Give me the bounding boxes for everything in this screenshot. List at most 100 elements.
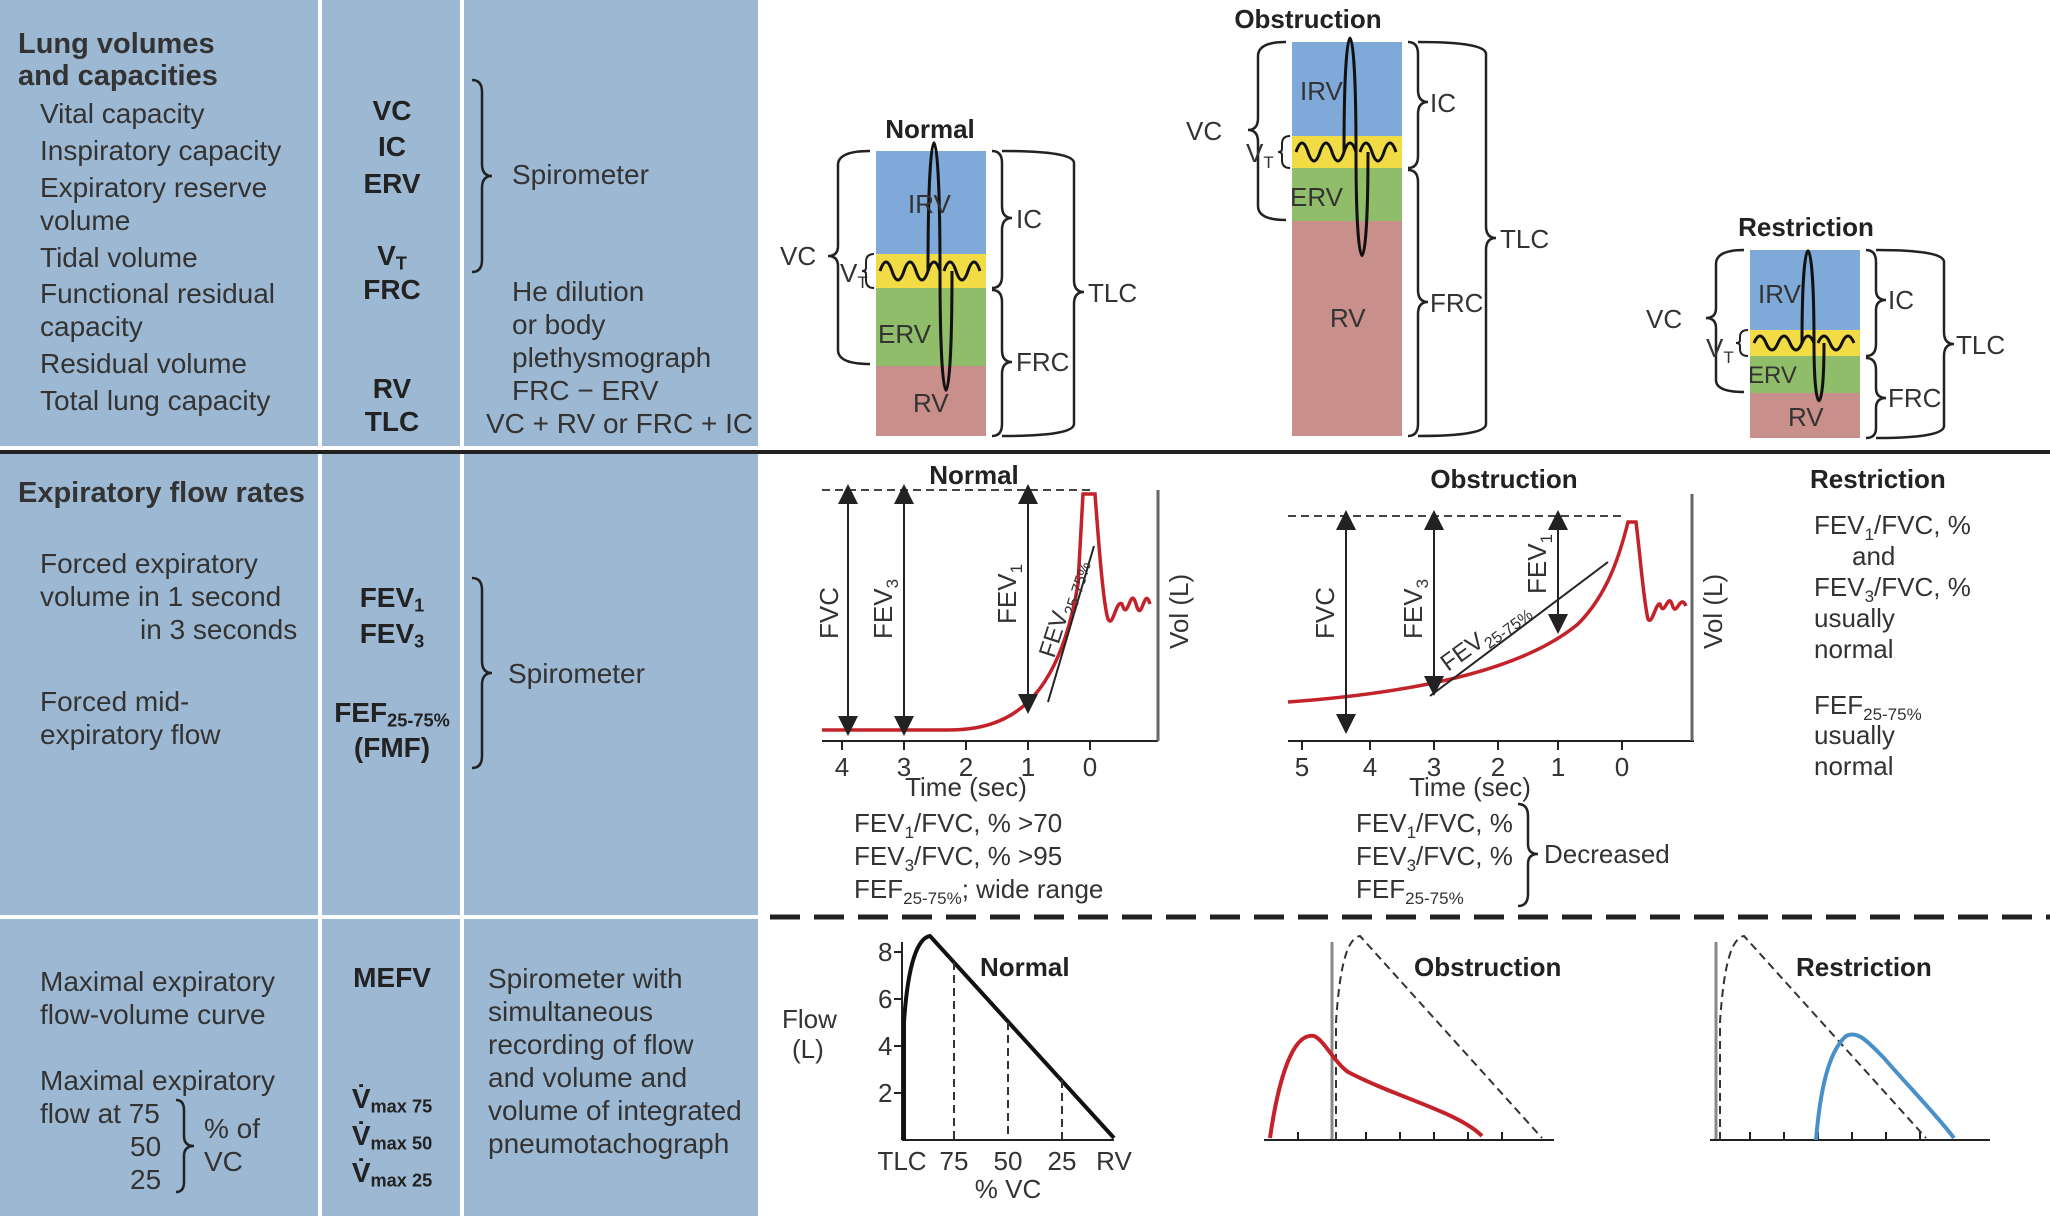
fv-restriction-curve (1814, 1032, 1956, 1141)
abbr-vt: VT (377, 240, 407, 274)
flow-obstruction-decreased: Decreased (1544, 839, 1670, 869)
restriction-rv-block (1750, 393, 1860, 438)
normal-frc-brace (991, 288, 1013, 438)
abbr-fev1: FEV1 (359, 582, 425, 616)
brace-spirometer-1 (471, 78, 493, 274)
flow-obstruction-note-2: FEV3/FVC, % (1356, 841, 1513, 875)
restriction-tlc-brace (1875, 248, 1955, 440)
fv-normal-title: Normal (980, 952, 1070, 982)
method-spirometer-2: Spirometer (508, 658, 645, 689)
flow-obstruction-note-1: FEV1/FVC, % (1356, 808, 1513, 842)
fv-restriction: Restriction (1710, 934, 1990, 1141)
method-mefv-4: and volume and (488, 1062, 688, 1093)
flow-restriction-line-8: normal (1814, 751, 1893, 781)
obstruction-vc: VC (1186, 116, 1222, 146)
fv-restriction-title: Restriction (1796, 952, 1932, 982)
column-divider-2 (460, 0, 464, 1216)
flow-normal-ticklabel-0: 0 (1083, 752, 1097, 782)
obstruction-frc: FRC (1430, 288, 1483, 318)
flow-obstruction-fef-line (1429, 561, 1609, 697)
abbr-erv: ERV (363, 168, 421, 199)
fv-normal-ylabel-1: Flow (782, 1004, 837, 1034)
method-tlc-formula: VC + RV or FRC + IC (486, 408, 754, 439)
normal-title: Normal (885, 114, 975, 144)
flow-normal-title: Normal (929, 460, 1019, 490)
fv-normal-xtick-50: 50 (994, 1146, 1023, 1176)
flow-obstruction-fev3: FEV3 (1398, 579, 1432, 639)
flow-restriction-line-3: FEV3/FVC, % (1814, 572, 1971, 606)
flow-restriction-line-6: FEF25-75% (1814, 690, 1922, 724)
obstruction-title: Obstruction (1234, 4, 1381, 34)
method-he-1: He dilution (512, 276, 645, 307)
flow-normal-xlabel: Time (sec) (905, 772, 1027, 802)
flow-obstruction-title: Obstruction (1430, 464, 1577, 494)
flow-obstruction-fev1: FEV1 (1522, 534, 1556, 594)
flow-rate-traces: Normal FVC FEV3 FEV1 FEV25-75% Vol (L) 4… (814, 460, 1971, 908)
flow-restriction: Restriction FEV1/FVC, % and FEV3/FVC, % … (1810, 464, 1971, 781)
fv-obstruction-curve (1268, 1033, 1484, 1139)
fv-normal-yticklabel-2: 2 (878, 1078, 892, 1108)
label-inspiratory-capacity: Inspiratory capacity (40, 135, 282, 166)
flow-obstruction-vol: Vol (L) (1698, 574, 1728, 649)
normal-vt: VT (840, 258, 868, 292)
restriction-irv: IRV (1758, 279, 1802, 309)
row-divider-2-left (0, 915, 758, 919)
lung-volume-diagrams: Normal IRV ERV RV VC VT IC FRC TLC Obstr… (780, 4, 2005, 440)
abbr-ic: IC (378, 131, 406, 162)
restriction-title: Restriction (1738, 212, 1874, 242)
flow-normal-note-2: FEV3/FVC, % >95 (854, 841, 1062, 875)
fv-normal-xtick-75: 75 (940, 1146, 969, 1176)
label-fev-3: in 3 seconds (140, 614, 298, 645)
fv-normal-xtick-rv: RV (1096, 1146, 1132, 1176)
restriction-rv: RV (1788, 402, 1824, 432)
fv-restriction-ref-curve (1719, 934, 1927, 1140)
label-frc-1: Functional residual (40, 278, 276, 309)
row-divider-2-dashed (770, 914, 2050, 920)
restriction-ic-brace (1865, 248, 1887, 358)
flow-obstruction-brace (1517, 802, 1539, 908)
obstruction-rv-block (1292, 221, 1402, 436)
flow-obstruction-note-3: FEF25-75% (1356, 874, 1464, 908)
flow-restriction-line-1: FEV1/FVC, % (1814, 510, 1971, 544)
restriction-erv-block (1750, 356, 1860, 393)
flow-obstruction-xlabel: Time (sec) (1409, 772, 1531, 802)
flow-normal-fef-line (1047, 545, 1095, 703)
obstruction-vc-brace (1247, 40, 1287, 222)
flow-obstruction-fef: FEV25-75% (1436, 595, 1537, 680)
label-fev-2: volume in 1 second (40, 581, 282, 612)
label-fev-1: Forced expiratory (40, 548, 258, 579)
flow-obstruction-ticklabel-1: 1 (1551, 752, 1565, 782)
abbr-fev3: FEV3 (359, 618, 425, 652)
flow-restriction-line-7: usually (1814, 720, 1895, 750)
abbr-fmf: (FMF) (353, 732, 431, 763)
normal-rv-block (876, 366, 986, 436)
restriction-ic: IC (1888, 285, 1914, 315)
fv-normal: Flow (L) 8 6 4 2 Normal TLC 75 50 25 RV … (782, 933, 1132, 1204)
fv-normal-curve (902, 933, 1116, 1140)
flow-restriction-line-2: and (1852, 541, 1895, 571)
fv-normal-yticklabel-4: 4 (878, 1031, 892, 1061)
abbr-rv: RV (372, 373, 412, 404)
abbr-tlc: TLC (364, 406, 420, 437)
restriction-tlc: TLC (1956, 330, 2005, 360)
normal-ic: IC (1016, 204, 1042, 234)
method-mefv-5: volume of integrated (488, 1095, 742, 1126)
normal-tlc-brace (1001, 149, 1085, 438)
normal-rv: RV (913, 388, 949, 418)
obstruction-tlc-brace (1417, 40, 1497, 438)
normal-irv: IRV (908, 189, 952, 219)
abbr-vmax25: V̇max 25 (351, 1157, 433, 1191)
label-mefv-2: flow-volume curve (40, 999, 266, 1030)
abbr-vc: VC (372, 95, 412, 126)
flow-obstruction-ticklabel-2: 2 (1491, 752, 1505, 782)
obstruction-erv-block (1292, 168, 1402, 221)
lung-header-2: and capacities (18, 60, 218, 92)
normal-vt-brace (861, 253, 875, 289)
method-he-2: or body (512, 309, 606, 340)
method-mefv-2: simultaneous (488, 996, 653, 1027)
flow-normal-ticklabel-1: 1 (1021, 752, 1035, 782)
fv-normal-yticklabel-6: 6 (878, 984, 892, 1014)
fv-obstruction-ref-curve (1335, 934, 1543, 1140)
flow-obstruction-ticklabel-4: 4 (1363, 752, 1377, 782)
flow-obstruction-ticklabel-3: 3 (1427, 752, 1441, 782)
